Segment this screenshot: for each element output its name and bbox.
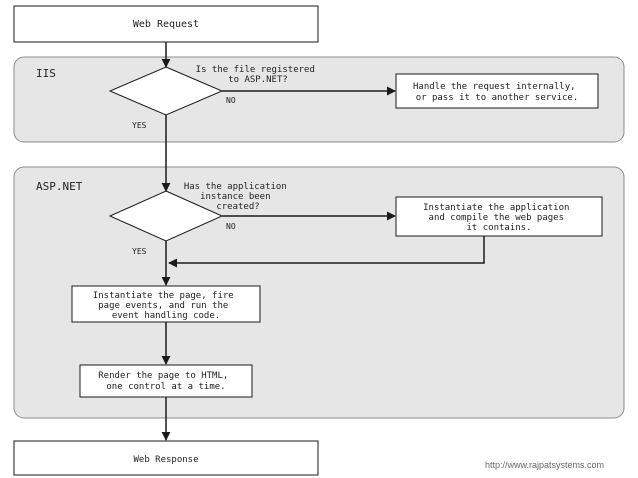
aspnet-decision-diamond	[108, 190, 224, 242]
render-html-box	[79, 364, 253, 398]
aspnet-decision-line-1: Has the application	[184, 182, 287, 192]
instantiate-application-text: Instantiate the application and compile …	[423, 203, 575, 233]
iis-panel-title: IIS	[36, 67, 56, 80]
handle-request-box	[395, 73, 599, 109]
iis-no-label: NO	[226, 96, 236, 105]
aspnet-decision-line-3: created?	[216, 202, 259, 212]
connector-instantiate-app-return	[168, 236, 485, 268]
web-request-label: Web Request	[133, 19, 199, 30]
instantiate-page-box	[71, 285, 261, 323]
handle-request-line-1: Handle the request internally,	[413, 82, 576, 92]
instantiate-page-text: Instantiate the page, fire page events, …	[93, 291, 239, 321]
iis-decision-diamond	[108, 66, 224, 116]
iis-decision-line-2: to ASP.NET?	[228, 75, 288, 85]
aspnet-panel-title: ASP.NET	[36, 180, 83, 193]
instantiate-application-box	[395, 196, 603, 237]
footer-url: http://www.rajpatsystems.com	[485, 460, 604, 470]
instantiate-page-line-2: page events, and run the	[98, 301, 228, 311]
aspnet-no-label: NO	[226, 222, 236, 231]
web-response-box	[13, 440, 319, 476]
instantiate-page-line-3: event handling code.	[112, 311, 220, 321]
web-response-label: Web Response	[133, 455, 198, 465]
iis-decision-line-1: Is the file registered	[196, 65, 315, 75]
render-html-line-1: Render the page to HTML,	[98, 371, 228, 381]
aspnet-decision-line-2: instance been	[200, 192, 270, 202]
instantiate-application-line-1: Instantiate the application	[423, 203, 569, 213]
instantiate-application-line-3: it contains.	[466, 223, 531, 233]
instantiate-page-line-1: Instantiate the page, fire	[93, 291, 234, 301]
instantiate-application-line-2: and compile the web pages	[429, 213, 564, 223]
render-html-text: Render the page to HTML, one control at …	[98, 371, 233, 392]
handle-request-text: Handle the request internally, or pass i…	[413, 82, 581, 103]
aspnet-decision-text: Has the application instance been create…	[184, 182, 292, 212]
iis-decision-text: Is the file registered to ASP.NET?	[196, 65, 321, 85]
aspnet-yes-label: YES	[132, 247, 147, 256]
iis-yes-label: YES	[132, 121, 147, 130]
handle-request-line-2: or pass it to another service.	[416, 93, 579, 103]
render-html-line-2: one control at a time.	[106, 382, 225, 392]
